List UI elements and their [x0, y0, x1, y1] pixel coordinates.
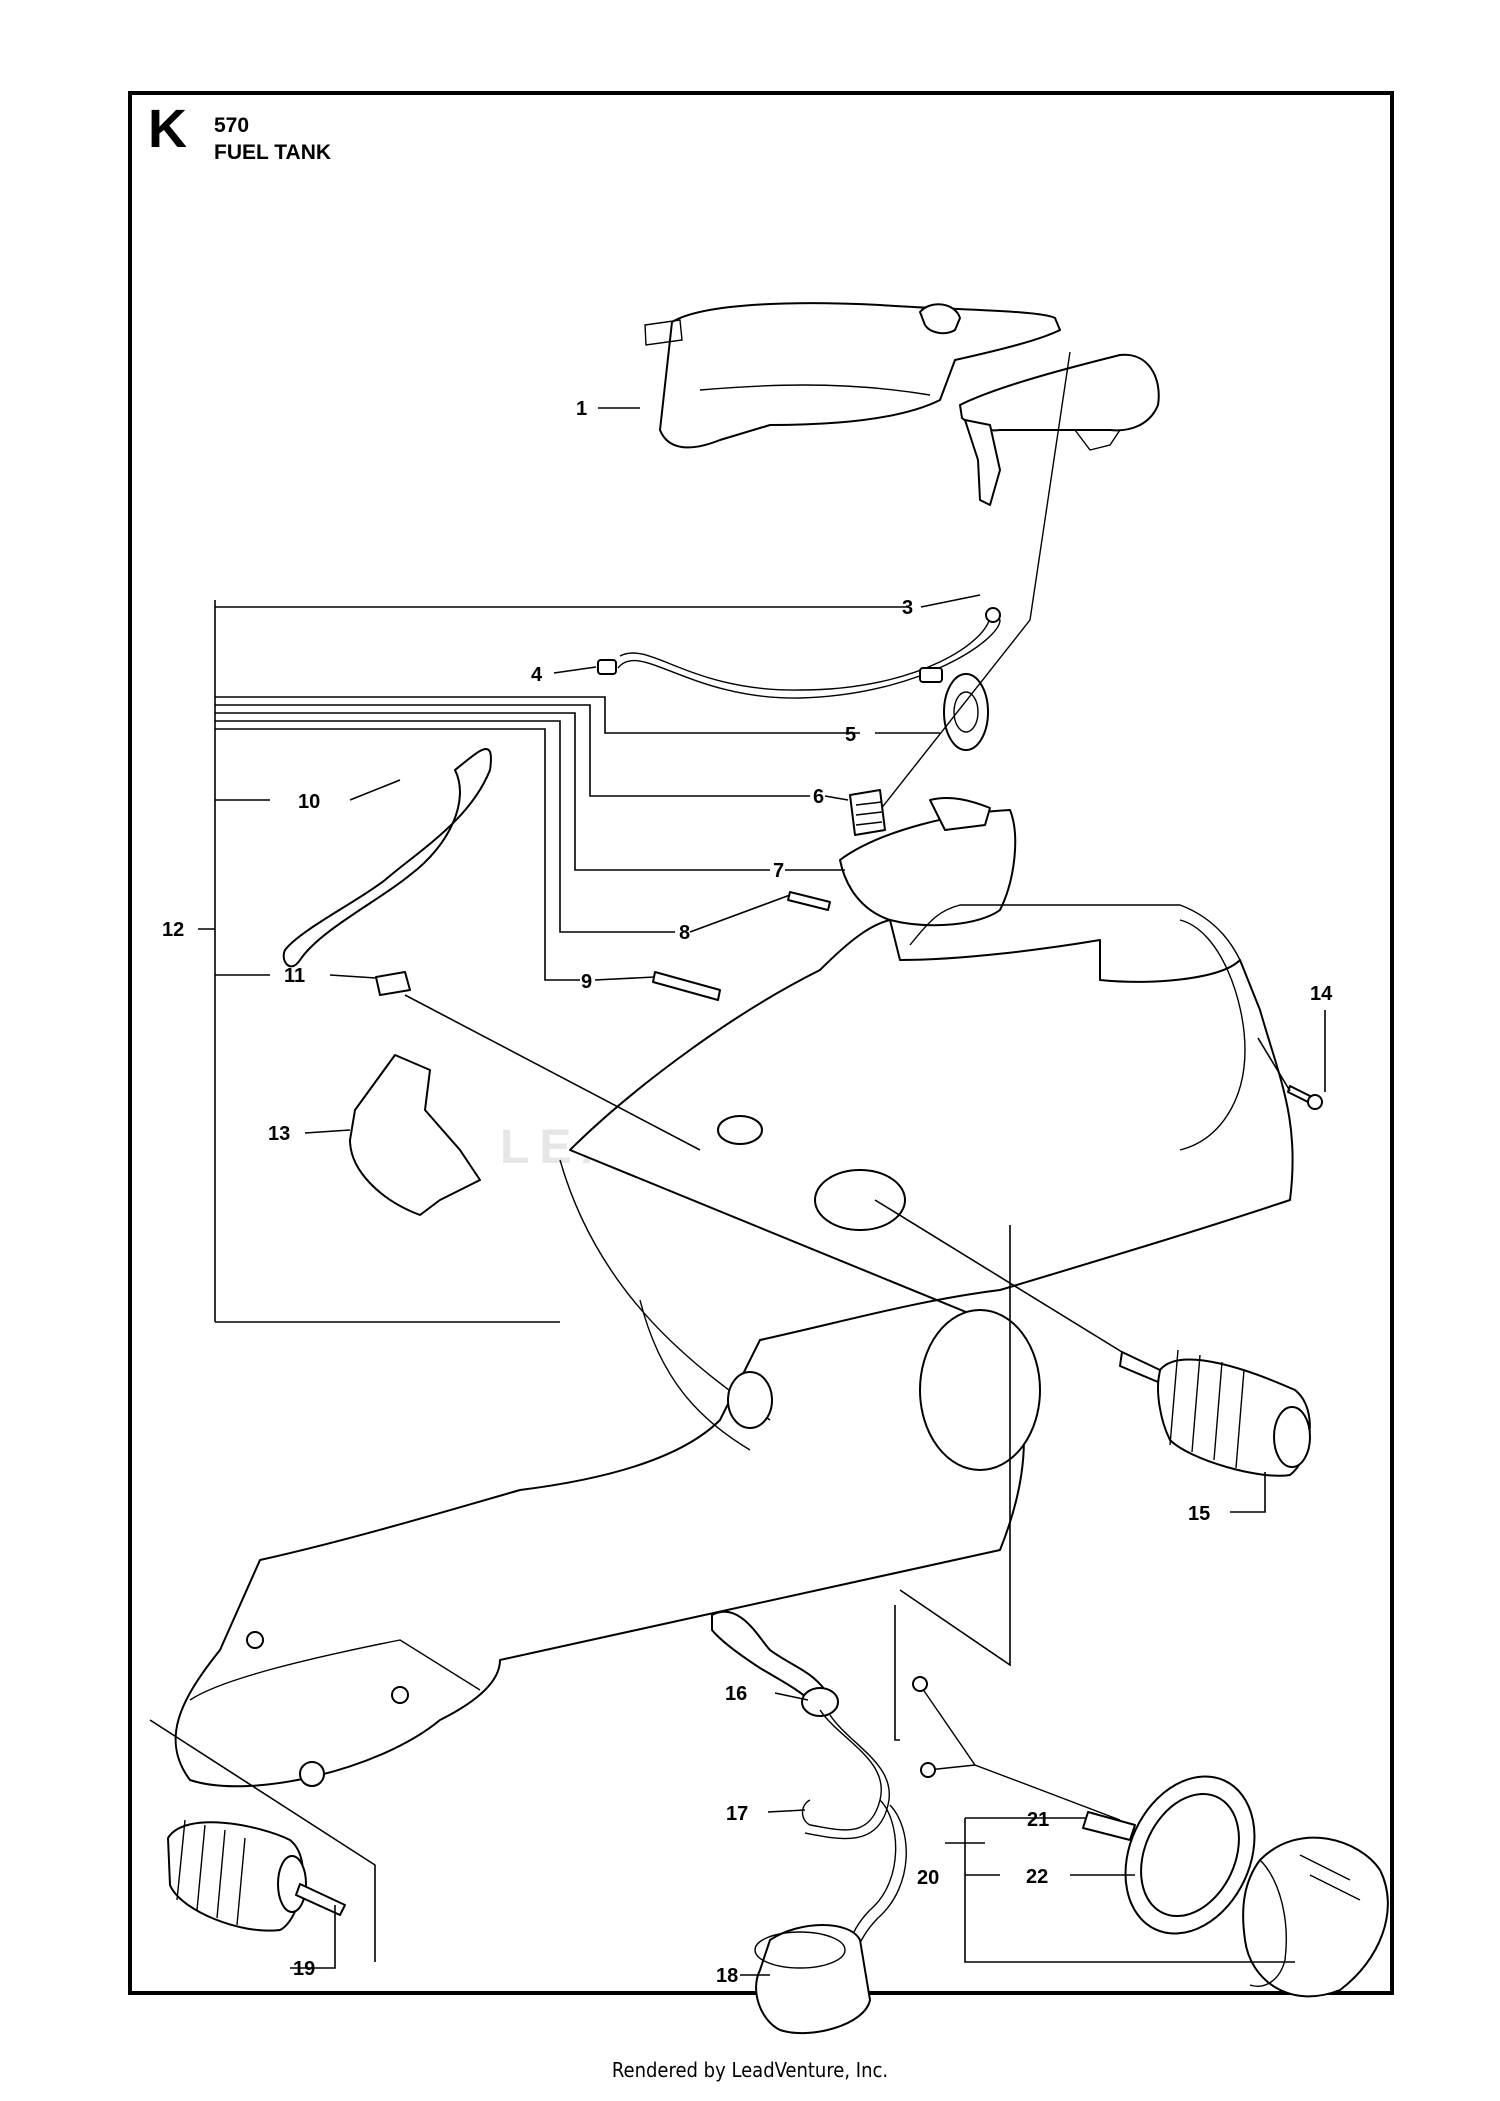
part-seal [1124, 1775, 1256, 1935]
part-grommet [711, 1610, 839, 1717]
callout-22: 22 [1026, 1866, 1048, 1888]
part-retainer [912, 1676, 1136, 1841]
page-number: 570 [214, 114, 250, 137]
footer-credit: Rendered by LeadVenture, Inc. [611, 2058, 889, 2082]
part-pin-lower [652, 971, 721, 1001]
callout-4: 4 [531, 664, 543, 686]
part-trigger-housing [839, 797, 1017, 927]
part-pin-upper [787, 891, 831, 911]
part-fuel-hose-lower [801, 1709, 907, 1956]
callout-19: 19 [293, 1958, 315, 1980]
callout-9: 9 [581, 971, 592, 993]
callout-7: 7 [773, 860, 784, 882]
section-letter: K [148, 99, 187, 159]
callout-14: 14 [1310, 983, 1333, 1005]
callout-3: 3 [902, 597, 913, 619]
part-damper-right [1119, 1349, 1311, 1477]
part-fuel-hose [282, 748, 492, 968]
part-screw [1287, 1085, 1323, 1110]
callout-5: 5 [845, 724, 856, 746]
callout-13: 13 [268, 1123, 290, 1145]
part-guard [349, 1054, 481, 1216]
leader-lines [149, 407, 1326, 1976]
part-handle-top [959, 353, 1160, 506]
callout-1: 1 [576, 398, 587, 420]
callout-18: 18 [716, 1965, 738, 1987]
callout-11: 11 [284, 965, 305, 987]
part-fuel-cap [1242, 1836, 1389, 1998]
callout-20: 20 [917, 1867, 939, 1889]
callout-10: 10 [298, 791, 320, 813]
part-filter [754, 1924, 871, 2035]
part-spring [849, 351, 1071, 836]
callout-6: 6 [813, 786, 824, 808]
part-wire [597, 607, 1001, 699]
callout-16: 16 [725, 1683, 747, 1705]
section-title: FUEL TANK [214, 141, 332, 164]
part-switch [943, 673, 989, 751]
part-damper-left [167, 1819, 346, 1932]
callout-17: 17 [726, 1803, 748, 1825]
part-nipple [375, 971, 411, 996]
callout-12: 12 [162, 919, 184, 941]
callout-21: 21 [1027, 1809, 1049, 1831]
callout-15: 15 [1188, 1503, 1210, 1525]
part-cover [644, 302, 1061, 449]
part-tank-body [174, 904, 1294, 1788]
callout-8: 8 [679, 922, 690, 944]
